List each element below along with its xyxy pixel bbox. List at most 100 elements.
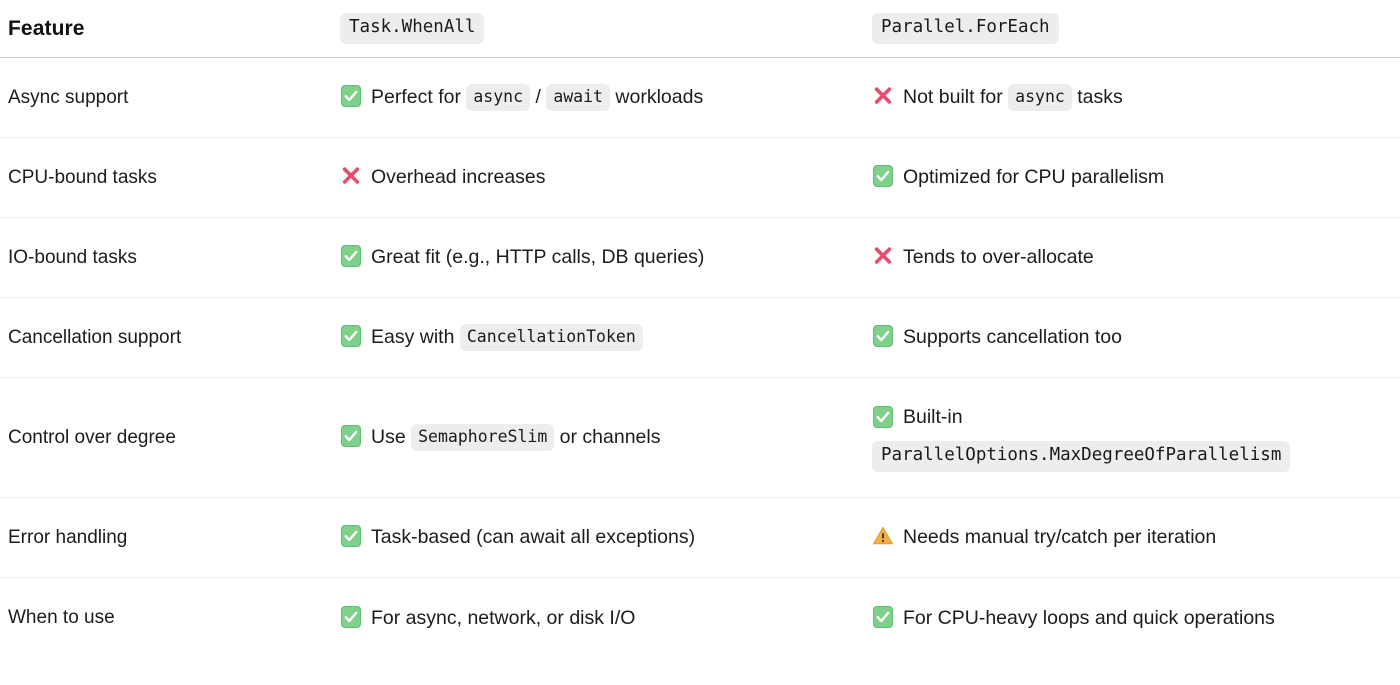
cell-content: Tends to over-allocate	[872, 243, 1384, 271]
inline-code-chip: async	[466, 83, 531, 112]
table-row: IO-bound tasks Great fit (e.g., HTTP call…	[0, 218, 1400, 298]
table-header-row: Feature Task.WhenAll Parallel.ForEach	[0, 0, 1400, 58]
inline-code-chip: ParallelOptions.MaxDegreeOfParallelism	[872, 440, 1291, 472]
cell-content: Optimized for CPU parallelism	[872, 163, 1384, 191]
header-cell-parallel-foreach: Parallel.ForEach	[872, 13, 1400, 44]
table-row: Cancellation support Easy with Cancellati…	[0, 298, 1400, 378]
check-mark-icon	[340, 425, 362, 448]
cell-primary-line: Needs manual try/catch per iteration	[872, 523, 1384, 551]
cell-text: Needs manual try/catch per iteration	[903, 526, 1217, 549]
cell-primary-line: Optimized for CPU parallelism	[872, 163, 1384, 191]
cell-secondary-line: ParallelOptions.MaxDegreeOfParallelism	[872, 440, 1384, 472]
table-cell-feature: IO-bound tasks	[8, 247, 340, 269]
table-cell-parallel-foreach: Not built for async tasks	[872, 83, 1400, 112]
table-cell-task-whenall: Easy with CancellationToken	[340, 323, 872, 352]
check-mark-icon	[872, 165, 894, 188]
table-cell-parallel-foreach: For CPU-heavy loops and quick operations	[872, 604, 1400, 632]
feature-label: Cancellation support	[8, 326, 182, 348]
cell-text: Use	[371, 426, 412, 449]
cell-text: Easy with	[371, 326, 460, 349]
cell-content: Great fit (e.g., HTTP calls, DB queries)	[340, 243, 856, 271]
cell-content: Supports cancellation too	[872, 323, 1384, 351]
check-mark-icon	[872, 405, 894, 428]
cell-content: Easy with CancellationToken	[340, 323, 856, 352]
cell-text: /	[530, 86, 547, 109]
table-cell-parallel-foreach: Supports cancellation too	[872, 323, 1400, 351]
cross-mark-icon	[872, 85, 894, 107]
cell-primary-line: Great fit (e.g., HTTP calls, DB queries)	[340, 243, 856, 271]
table-cell-feature: When to use	[8, 607, 340, 629]
cell-text: For CPU-heavy loops and quick operations	[903, 606, 1275, 629]
table-cell-feature: Cancellation support	[8, 327, 340, 349]
feature-label: When to use	[8, 607, 115, 628]
table-cell-task-whenall: Task-based (can await all exceptions)	[340, 523, 872, 551]
cell-content: For async, network, or disk I/O	[340, 604, 856, 632]
header-cell-feature: Feature	[8, 17, 340, 41]
column-header-parallel-foreach-chip: Parallel.ForEach	[872, 13, 1059, 44]
table-cell-feature: Control over degree	[8, 427, 340, 449]
table-row: Async support Perfect for async / await w…	[0, 58, 1400, 138]
cell-content: Task-based (can await all exceptions)	[340, 523, 856, 551]
cell-text: Tends to over-allocate	[903, 246, 1094, 269]
cell-text: Overhead increases	[371, 166, 546, 189]
feature-comparison-table: Feature Task.WhenAll Parallel.ForEach As…	[0, 0, 1400, 658]
table-row: CPU-bound tasks Overhead increases Optimiz…	[0, 138, 1400, 218]
cross-mark-icon	[872, 245, 894, 267]
cell-primary-line: Supports cancellation too	[872, 323, 1384, 351]
table-cell-feature: CPU-bound tasks	[8, 167, 340, 189]
cell-text: Task-based (can await all exceptions)	[371, 526, 696, 549]
check-mark-icon	[340, 245, 362, 268]
feature-label: CPU-bound tasks	[8, 166, 157, 188]
table-cell-task-whenall: Use SemaphoreSlim or channels	[340, 423, 872, 452]
cell-primary-line: Task-based (can await all exceptions)	[340, 523, 856, 551]
cell-primary-line: Tends to over-allocate	[872, 243, 1384, 271]
cell-text: tasks	[1071, 86, 1123, 109]
inline-code-chip: CancellationToken	[459, 323, 643, 352]
cell-primary-line: Easy with CancellationToken	[340, 323, 856, 352]
check-mark-icon	[872, 325, 894, 348]
check-mark-icon	[340, 325, 362, 348]
feature-label: Error handling	[8, 526, 128, 548]
cell-primary-line: Overhead increases	[340, 163, 856, 191]
header-cell-task-whenall: Task.WhenAll	[340, 13, 872, 44]
cell-text: workloads	[609, 86, 704, 109]
feature-label: Async support	[8, 86, 129, 108]
cell-content: Use SemaphoreSlim or channels	[340, 423, 856, 452]
cell-content: For CPU-heavy loops and quick operations	[872, 604, 1384, 632]
inline-code-chip: async	[1008, 83, 1072, 112]
table-cell-parallel-foreach: Tends to over-allocate	[872, 243, 1400, 271]
cell-text: For async, network, or disk I/O	[371, 606, 636, 629]
cell-text: Perfect for	[371, 86, 467, 109]
cell-content: Overhead increases	[340, 163, 856, 191]
check-mark-icon	[872, 605, 894, 628]
cell-content: Perfect for async / await workloads	[340, 83, 856, 112]
table-cell-parallel-foreach: Optimized for CPU parallelism	[872, 163, 1400, 191]
cell-primary-line: Perfect for async / await workloads	[340, 83, 856, 112]
table-cell-task-whenall: Overhead increases	[340, 163, 872, 191]
check-mark-icon	[340, 605, 362, 628]
cell-text: Supports cancellation too	[903, 326, 1122, 349]
cell-primary-line: For async, network, or disk I/O	[340, 604, 856, 632]
cell-content: Not built for async tasks	[872, 83, 1384, 112]
warning-icon	[872, 525, 894, 547]
feature-label: IO-bound tasks	[8, 246, 137, 268]
inline-code-chip: SemaphoreSlim	[411, 423, 555, 452]
cell-primary-line: For CPU-heavy loops and quick operations	[872, 604, 1384, 632]
table-row: When to use For async, network, or disk I…	[0, 578, 1400, 658]
table-cell-feature: Error handling	[8, 527, 340, 549]
cell-text: Built-in	[903, 406, 963, 429]
table-body: Async support Perfect for async / await w…	[0, 58, 1400, 658]
cell-primary-line: Use SemaphoreSlim or channels	[340, 423, 856, 452]
cell-text: Not built for	[903, 86, 1009, 109]
table-cell-task-whenall: For async, network, or disk I/O	[340, 604, 872, 632]
cell-text: Great fit (e.g., HTTP calls, DB queries)	[371, 246, 705, 269]
table-cell-feature: Async support	[8, 87, 340, 109]
cell-content: Needs manual try/catch per iteration	[872, 523, 1384, 551]
cross-mark-icon	[340, 165, 362, 187]
inline-code-chip: await	[546, 83, 610, 112]
cell-primary-line: Not built for async tasks	[872, 83, 1384, 112]
cell-text: Optimized for CPU parallelism	[903, 166, 1165, 189]
